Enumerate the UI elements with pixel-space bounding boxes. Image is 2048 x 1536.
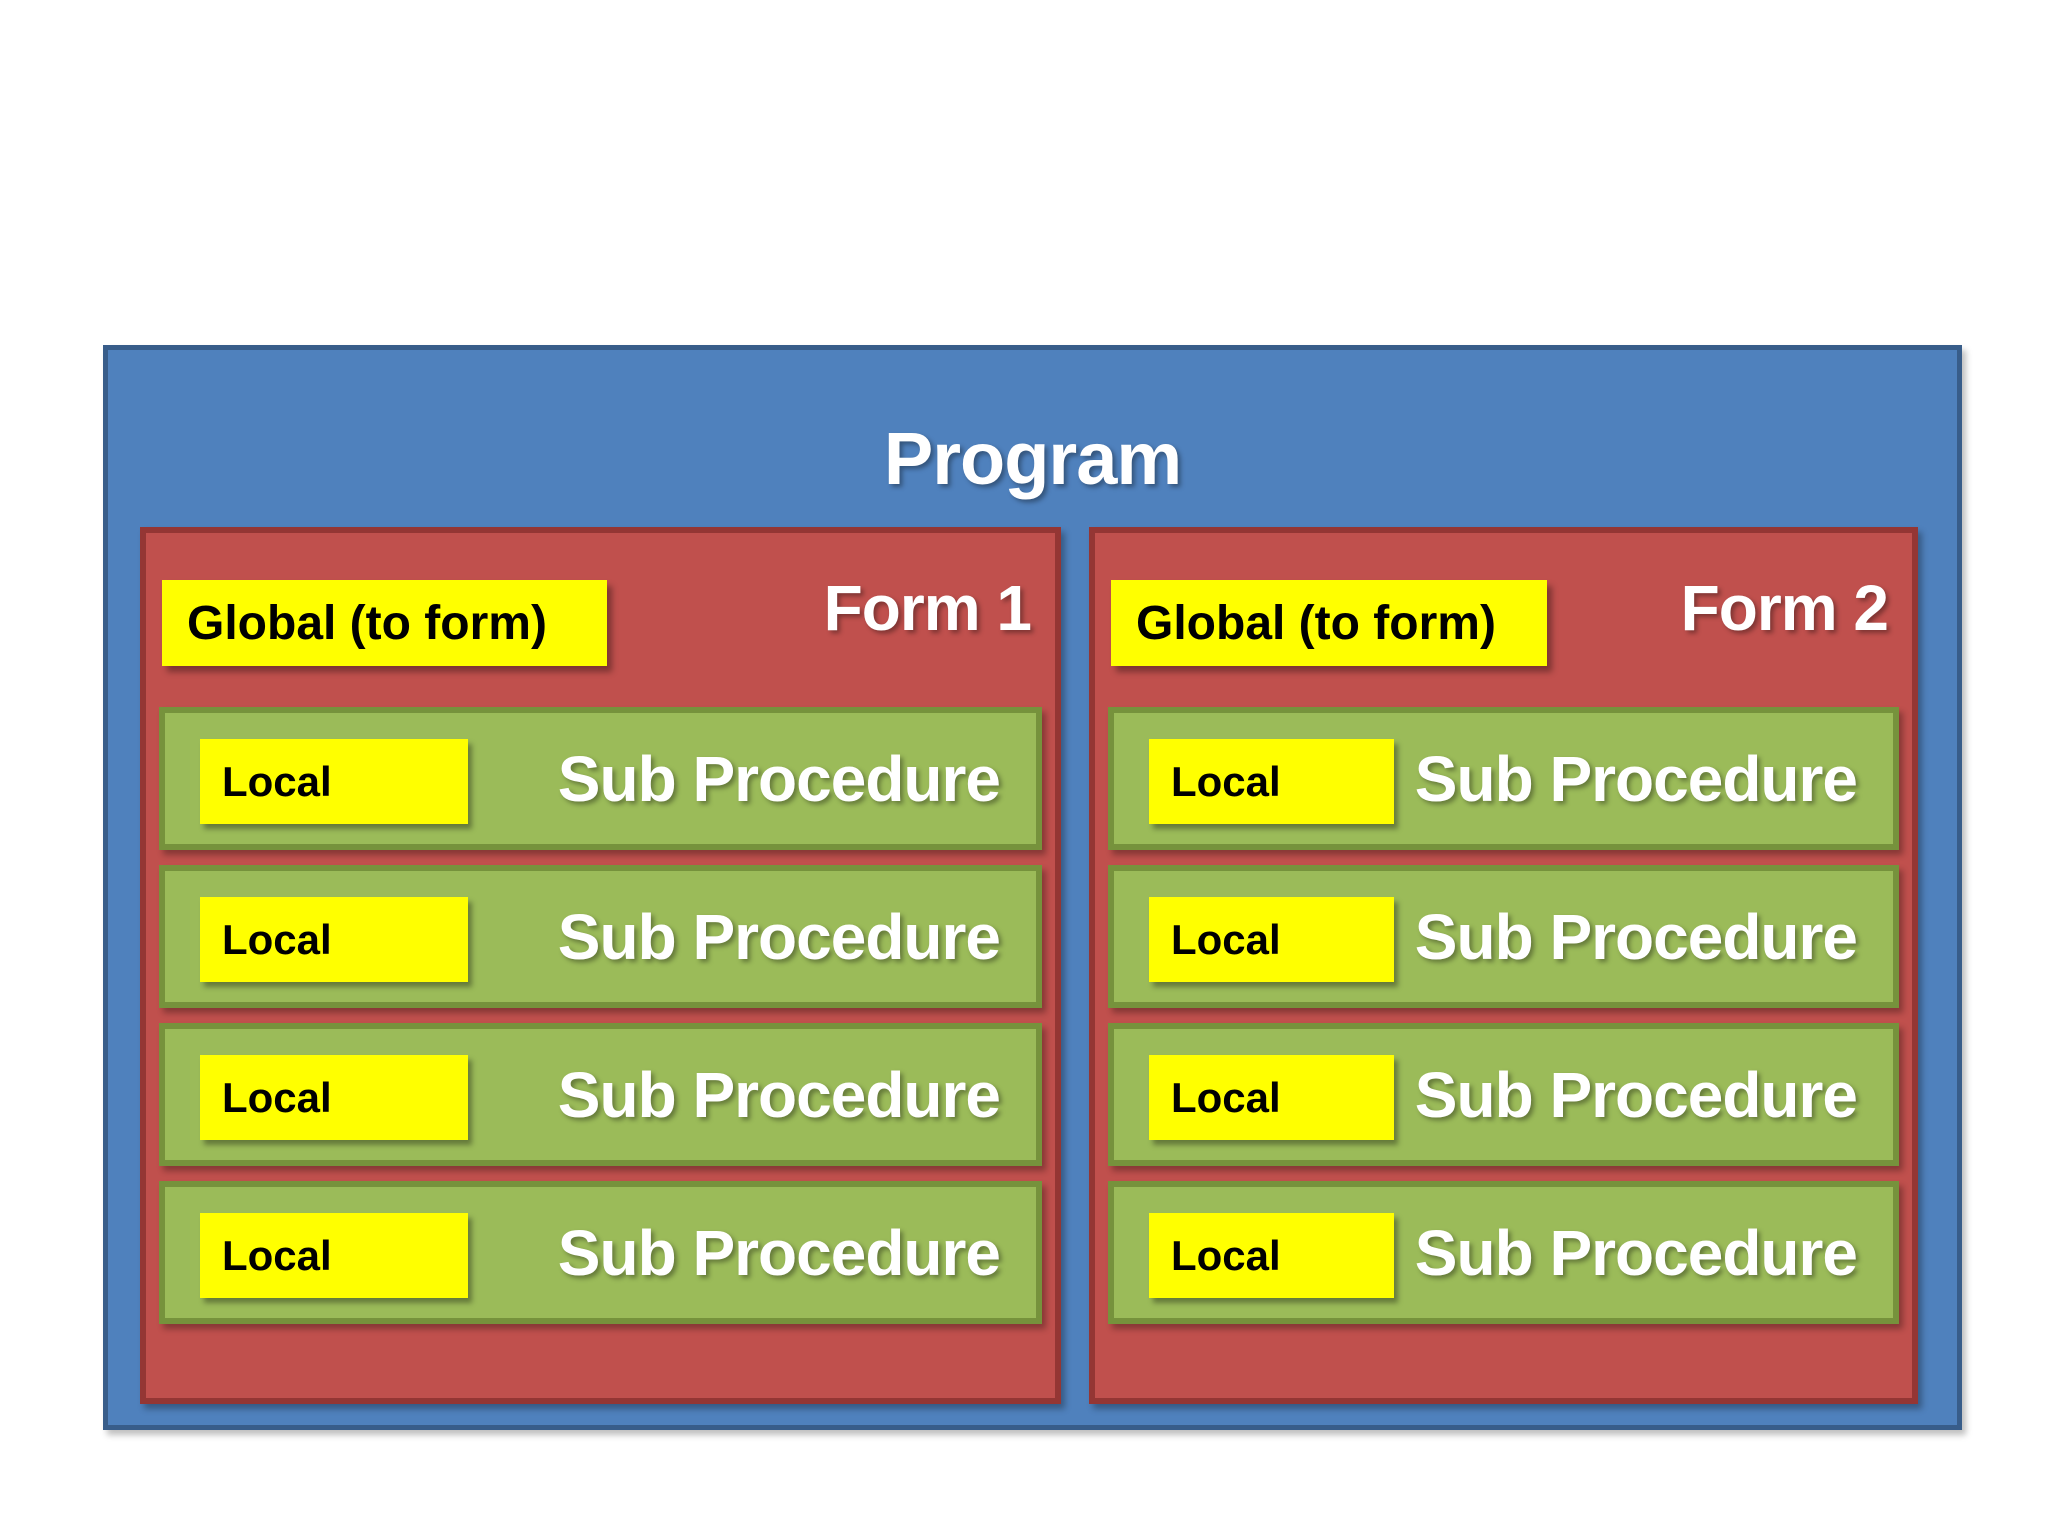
sub-procedure-row: Local Sub Procedure: [1108, 1023, 1899, 1166]
sub-procedure-row: Local Sub Procedure: [159, 865, 1042, 1008]
sub-procedure-label: Sub Procedure: [557, 1058, 1001, 1131]
local-variables-box: Local: [1149, 1055, 1394, 1140]
local-variables-label: Local: [1171, 1231, 1281, 1279]
program-box: Program Form 1 Global (to form) Local Su…: [103, 345, 1962, 1430]
sub-procedure-label: Sub Procedure: [557, 1216, 1001, 1289]
local-variables-box: Local: [200, 897, 468, 982]
sub-procedure-row: Local Sub Procedure: [159, 1023, 1042, 1166]
sub-procedure-row: Local Sub Procedure: [159, 1181, 1042, 1324]
local-variables-box: Local: [200, 1055, 468, 1140]
local-variables-label: Local: [222, 1073, 332, 1121]
global-variables-label: Global (to form): [187, 596, 547, 650]
local-variables-label: Local: [1171, 915, 1281, 963]
local-variables-label: Local: [222, 915, 332, 963]
local-variables-label: Local: [1171, 757, 1281, 805]
form-1-global-variables-box: Global (to form): [162, 580, 607, 666]
global-variables-label: Global (to form): [1136, 596, 1496, 650]
local-variables-label: Local: [1171, 1073, 1281, 1121]
sub-procedure-label: Sub Procedure: [1414, 742, 1858, 815]
form-1-title: Form 1: [823, 572, 1032, 644]
local-variables-label: Local: [222, 757, 332, 805]
sub-procedure-row: Local Sub Procedure: [1108, 707, 1899, 850]
form-2-box: Form 2 Global (to form) Local Sub Proced…: [1089, 527, 1918, 1404]
sub-procedure-row: Local Sub Procedure: [1108, 1181, 1899, 1324]
sub-procedure-label: Sub Procedure: [557, 742, 1001, 815]
local-variables-box: Local: [200, 739, 468, 824]
program-title: Program: [883, 416, 1182, 500]
sub-procedure-label: Sub Procedure: [557, 900, 1001, 973]
sub-procedure-row: Local Sub Procedure: [1108, 865, 1899, 1008]
sub-procedure-label: Sub Procedure: [1414, 900, 1858, 973]
local-variables-label: Local: [222, 1231, 332, 1279]
sub-procedure-label: Sub Procedure: [1414, 1058, 1858, 1131]
local-variables-box: Local: [200, 1213, 468, 1298]
form-2-title: Form 2: [1680, 572, 1889, 644]
form-1-box: Form 1 Global (to form) Local Sub Proced…: [140, 527, 1061, 1404]
sub-procedure-row: Local Sub Procedure: [159, 707, 1042, 850]
form-2-global-variables-box: Global (to form): [1111, 580, 1547, 666]
local-variables-box: Local: [1149, 1213, 1394, 1298]
sub-procedure-label: Sub Procedure: [1414, 1216, 1858, 1289]
local-variables-box: Local: [1149, 739, 1394, 824]
local-variables-box: Local: [1149, 897, 1394, 982]
